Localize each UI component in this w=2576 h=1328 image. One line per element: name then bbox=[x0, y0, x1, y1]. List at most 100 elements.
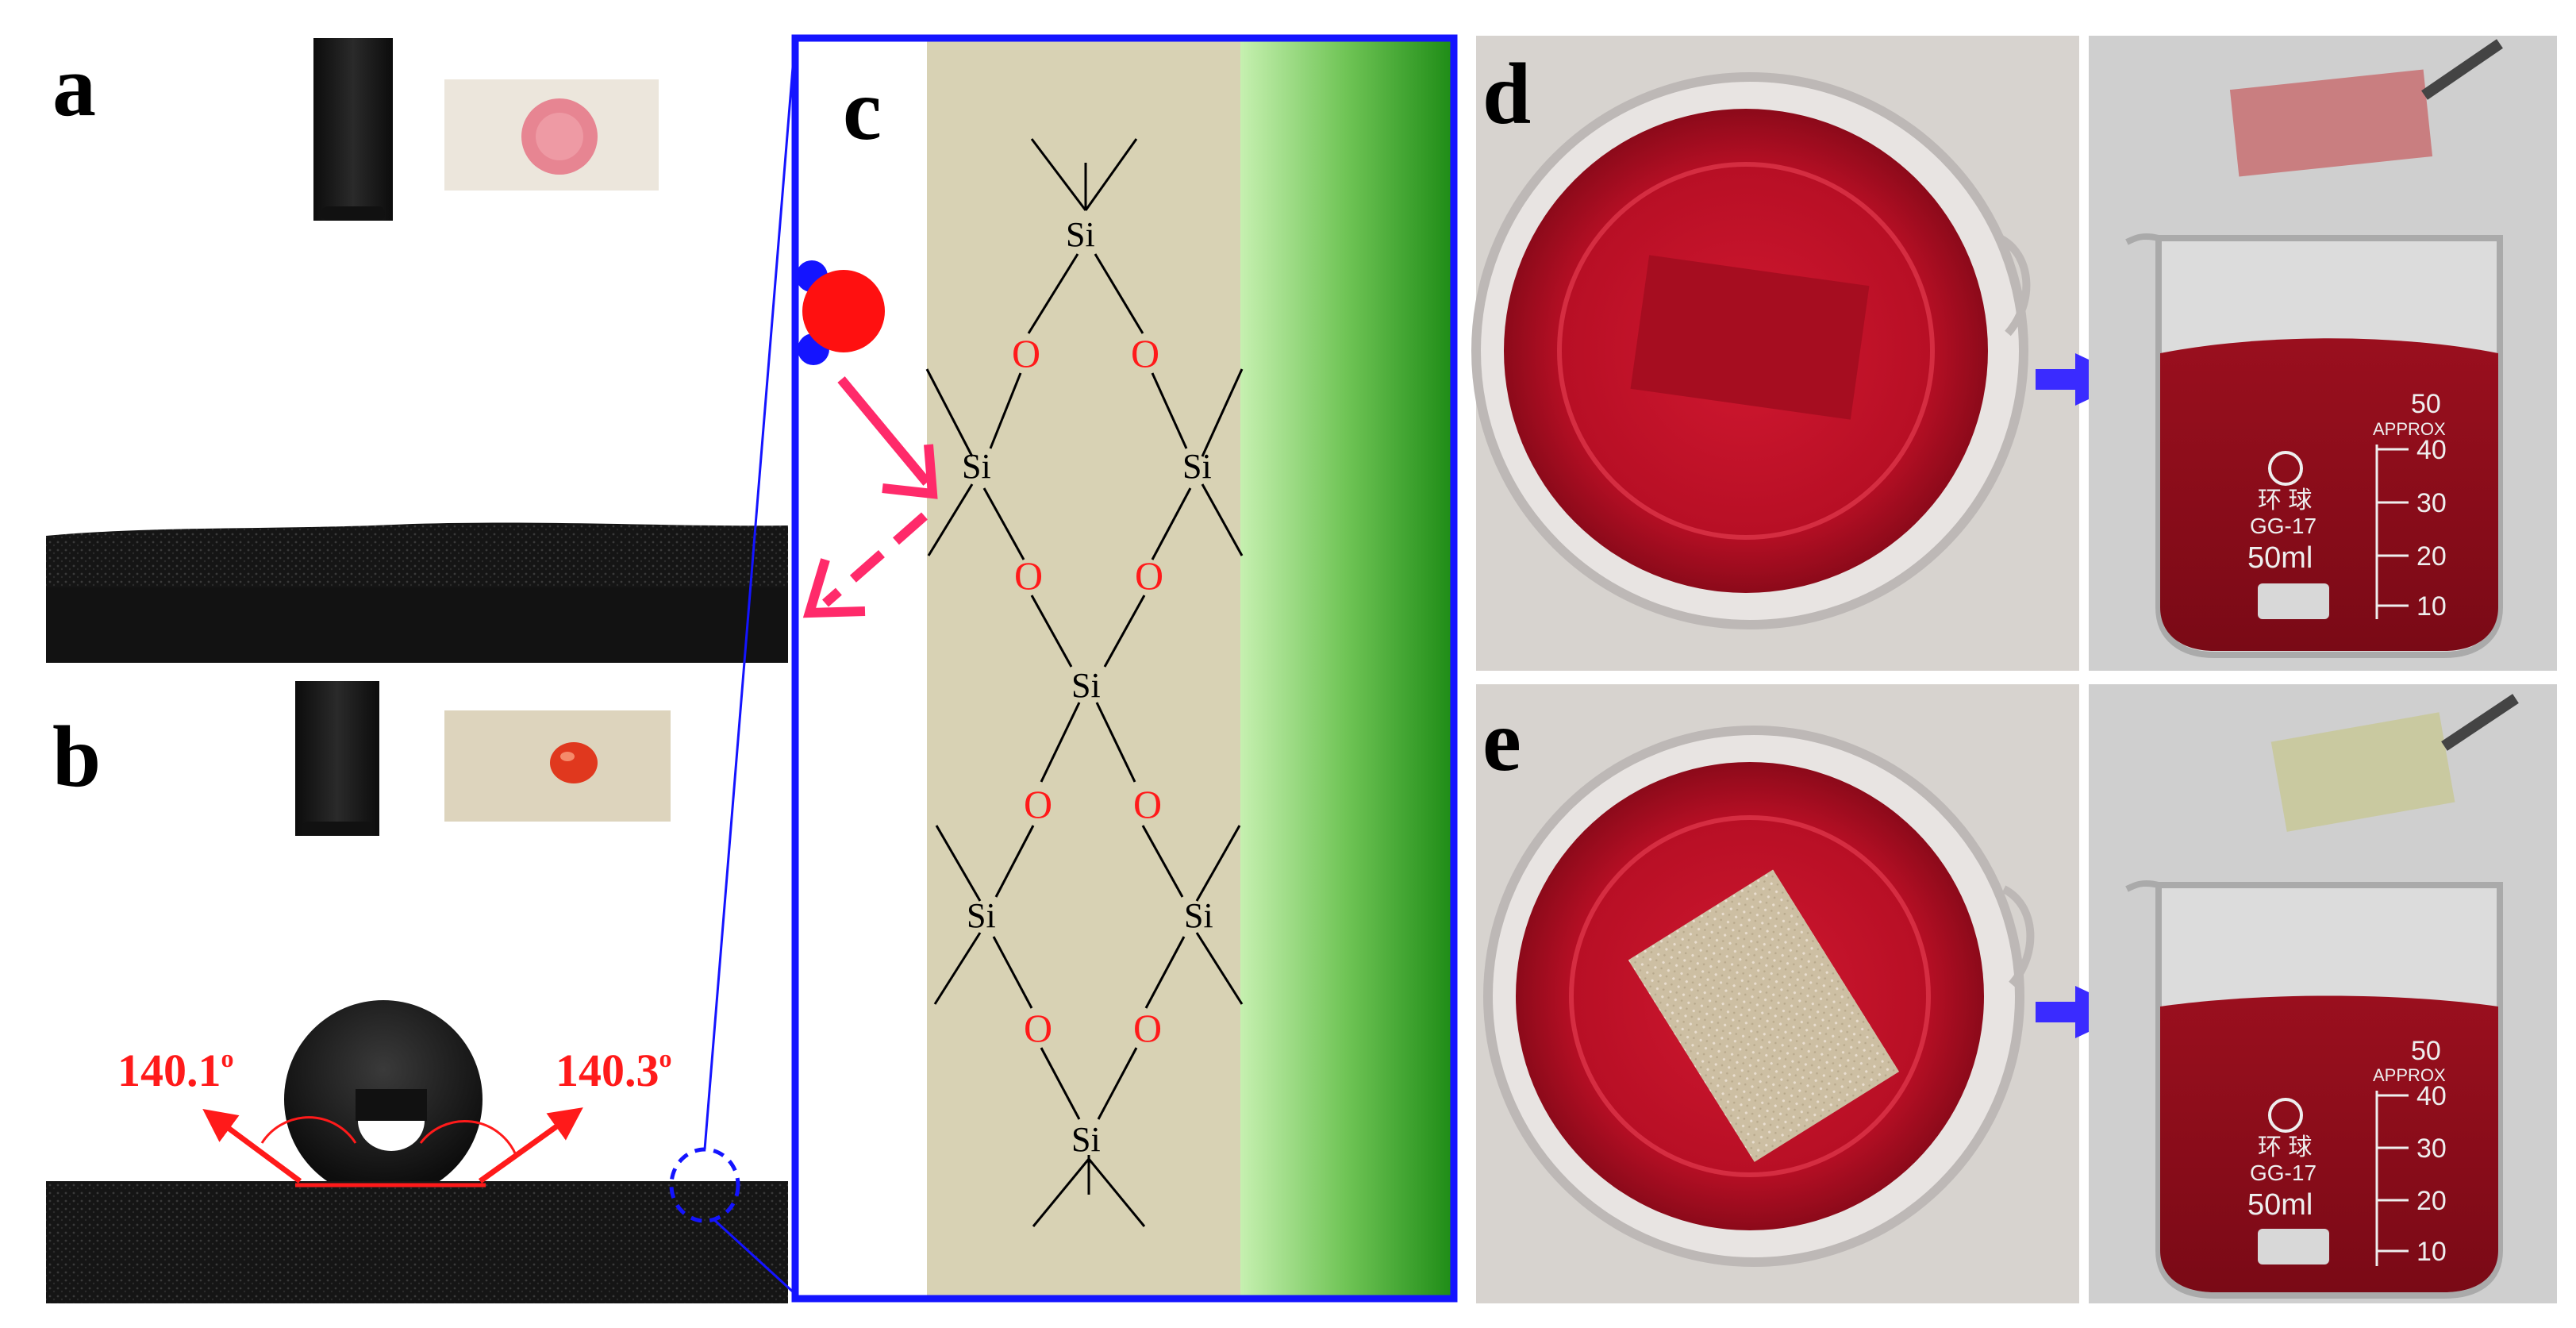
beaker-mark-model: GG-17 bbox=[2250, 1161, 2316, 1185]
red-stain-core bbox=[536, 113, 583, 160]
zoom-connector-top bbox=[703, 37, 797, 1150]
beaker-mark-approx: APPROX bbox=[2373, 419, 2446, 439]
o-atom: O bbox=[1131, 331, 1159, 375]
bond bbox=[1201, 368, 1244, 457]
panel-e-label: e bbox=[1482, 692, 1521, 789]
repelled-arrowhead bbox=[802, 558, 866, 618]
bond bbox=[982, 487, 1025, 560]
si-atom: Si bbox=[1071, 1120, 1101, 1159]
fabric-base bbox=[46, 587, 788, 663]
beaker-tick-10: 10 bbox=[2416, 591, 2447, 622]
beaker-spout bbox=[2001, 885, 2035, 987]
si-atom: Si bbox=[1066, 215, 1095, 254]
arrow-shaft bbox=[2036, 369, 2079, 390]
tweezers bbox=[2421, 39, 2503, 100]
bond bbox=[1151, 372, 1188, 449]
beaker-tick-40: 40 bbox=[2416, 435, 2447, 465]
bond bbox=[1144, 936, 1186, 1009]
beaker-tick-30: 30 bbox=[2416, 488, 2447, 518]
water-molecule-o bbox=[802, 270, 885, 352]
bond bbox=[1087, 1158, 1146, 1227]
beaker-mark-approx: APPROX bbox=[2373, 1065, 2446, 1085]
lifted-fabric-clean bbox=[2270, 712, 2455, 832]
panel-a-label: a bbox=[52, 37, 96, 134]
needle-tip bbox=[302, 822, 373, 836]
bond bbox=[1040, 702, 1081, 783]
bond bbox=[1040, 1047, 1081, 1120]
si-atom: Si bbox=[1182, 447, 1212, 486]
red-droplet-highlight bbox=[560, 752, 575, 761]
beaker-tick-30: 30 bbox=[2416, 1134, 2447, 1164]
panel-e-top-view bbox=[1476, 684, 2079, 1303]
beaker-mark-brand: 环 球 bbox=[2258, 487, 2312, 514]
beaker-tick-40: 40 bbox=[2416, 1081, 2447, 1111]
bond bbox=[1032, 1158, 1090, 1227]
floating-fabric bbox=[1628, 869, 1900, 1162]
si-atom: Si bbox=[962, 447, 991, 486]
beaker-liquid bbox=[2160, 338, 2498, 651]
o-atom: O bbox=[1135, 553, 1163, 598]
needle-tip bbox=[321, 206, 385, 221]
inner-rim bbox=[1569, 815, 1931, 1177]
panel-d-top-view bbox=[1471, 36, 2079, 671]
bond bbox=[1097, 1047, 1138, 1120]
siloxane-bonds bbox=[925, 138, 1244, 1227]
bond bbox=[1151, 487, 1192, 560]
o-atom: O bbox=[1024, 782, 1052, 826]
contact-angle-left: 140.1o bbox=[117, 1044, 234, 1096]
panel-b-label: b bbox=[52, 708, 101, 805]
bond bbox=[989, 372, 1022, 449]
beaker-mark-top: 50 bbox=[2411, 389, 2441, 419]
bond bbox=[925, 368, 974, 457]
o-atom: O bbox=[1012, 331, 1040, 375]
beaker-tick-20: 20 bbox=[2416, 541, 2447, 572]
bond bbox=[1094, 253, 1144, 334]
bond bbox=[1084, 138, 1138, 211]
o-atom: O bbox=[1024, 1006, 1052, 1050]
angle-arrow-right bbox=[478, 1107, 583, 1184]
beaker-tick-10: 10 bbox=[2416, 1237, 2447, 1267]
beaker-tick-lines bbox=[2375, 445, 2409, 619]
panel-c-border bbox=[791, 34, 1458, 1303]
bond bbox=[994, 825, 1035, 898]
contact-angle-right: 140.3o bbox=[556, 1044, 672, 1096]
beaker-mark-model: GG-17 bbox=[2250, 514, 2316, 538]
si-atom: Si bbox=[1184, 896, 1213, 935]
beaker-logo bbox=[2268, 1098, 2303, 1133]
beaker-tick-lines bbox=[2375, 1091, 2409, 1266]
bond bbox=[1027, 253, 1079, 334]
bond bbox=[1030, 138, 1087, 211]
substrate-layer bbox=[1240, 40, 1453, 1297]
arrow-shaft bbox=[2036, 1002, 2079, 1022]
needle bbox=[295, 681, 379, 836]
beaker-mark-brand: 环 球 bbox=[2258, 1134, 2312, 1161]
si-atom: Si bbox=[1071, 666, 1101, 705]
panel-c-label: c bbox=[843, 61, 882, 158]
bond bbox=[927, 483, 974, 556]
repelled-arrow bbox=[822, 512, 928, 607]
bond bbox=[1201, 483, 1244, 556]
fabric-surface bbox=[46, 1181, 788, 1303]
beaker-logo bbox=[2268, 451, 2303, 486]
bond bbox=[1195, 825, 1241, 902]
o-atom: O bbox=[1133, 1006, 1162, 1050]
droplet-reflection-cut bbox=[356, 1089, 427, 1121]
beaker-liquid bbox=[2160, 995, 2498, 1292]
angle-arc-left bbox=[260, 1116, 357, 1144]
o-atom: O bbox=[1133, 782, 1162, 826]
oxygen-atoms: O O O O O O O O bbox=[1012, 331, 1163, 1050]
beaker-mark-top: 50 bbox=[2411, 1036, 2441, 1066]
immersed-fabric bbox=[1630, 255, 1870, 420]
bond bbox=[1030, 595, 1073, 668]
o-atom: O bbox=[1014, 553, 1043, 598]
bond bbox=[1195, 932, 1244, 1005]
bond bbox=[1103, 595, 1146, 668]
angle-arrow-left bbox=[202, 1108, 302, 1184]
needle bbox=[313, 38, 393, 221]
incident-arrow bbox=[837, 376, 931, 486]
zoom-connector-bottom bbox=[711, 1217, 797, 1295]
beaker-mark-volume: 50ml bbox=[2247, 1188, 2313, 1222]
